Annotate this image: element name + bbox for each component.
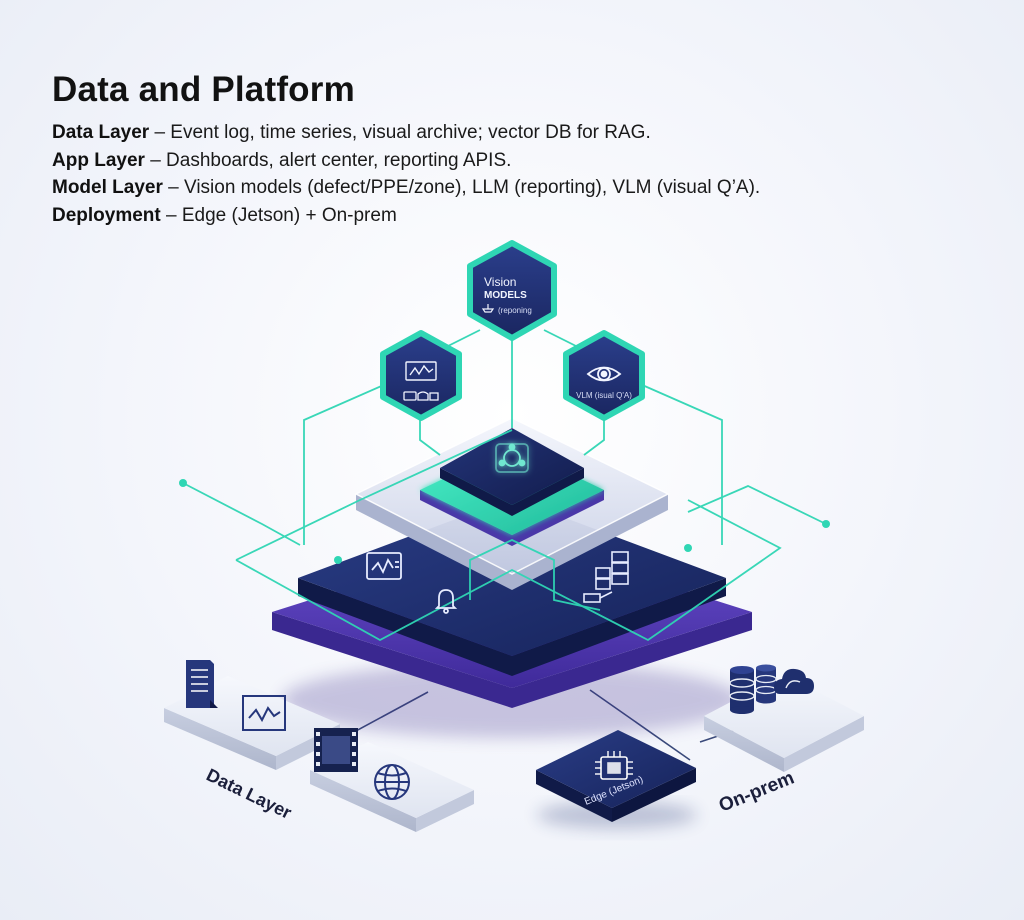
circuit-node bbox=[179, 479, 187, 487]
eye-icon bbox=[586, 366, 622, 382]
network-icon bbox=[495, 443, 529, 473]
boat-icon bbox=[481, 304, 495, 313]
bullet-desc: Edge (Jetson) + On-prem bbox=[181, 204, 397, 226]
circuit-line bbox=[687, 485, 827, 525]
hex-top-line3: (reponing bbox=[498, 306, 532, 315]
circuit-line bbox=[583, 412, 605, 456]
hex-top-line1: Vision bbox=[484, 275, 516, 289]
bullet-model-layer: Model Layer – Vision models (defect/PPE/… bbox=[52, 174, 760, 202]
platform-cap bbox=[440, 428, 584, 516]
hex-monitoring bbox=[380, 330, 462, 421]
bullet-sep: – bbox=[160, 204, 182, 226]
bullet-term: Deployment bbox=[52, 204, 161, 226]
bullet-desc: Dashboards, alert center, reporting APIS… bbox=[166, 149, 512, 171]
data-layer-label: Data Layer bbox=[203, 765, 295, 823]
cloud-icon bbox=[774, 668, 814, 694]
hex-top-line2: MODELS bbox=[484, 290, 527, 301]
chip-icon bbox=[595, 751, 633, 780]
globe-icon bbox=[374, 764, 410, 800]
bullet-term: Model Layer bbox=[52, 177, 163, 198]
bullet-app-layer: App Layer – Dashboards, alert center, re… bbox=[52, 147, 760, 175]
chart-icon bbox=[242, 695, 286, 731]
circuit-line bbox=[182, 482, 301, 546]
bullet-term: Data Layer bbox=[52, 122, 150, 143]
chart-icon bbox=[405, 361, 437, 381]
circuit-node bbox=[334, 556, 342, 564]
hex-right-label: VLM (isual Q'A) bbox=[576, 391, 632, 400]
bullet-desc: Event log, time series, visual archive; … bbox=[170, 122, 651, 143]
bullet-deployment: Deployment – Edge (Jetson) + On-prem bbox=[52, 202, 760, 230]
circuit-line bbox=[639, 383, 723, 545]
circuit-node bbox=[684, 544, 692, 552]
database-icon bbox=[729, 666, 755, 714]
circuit-lines bbox=[182, 329, 827, 642]
circuit-line bbox=[303, 383, 387, 545]
bullet-sep: – bbox=[149, 122, 171, 143]
bell-icon bbox=[434, 589, 458, 614]
page-title: Data and Platform bbox=[52, 70, 355, 109]
hex-vlm: VLM (isual Q'A) bbox=[563, 330, 645, 421]
film-icon bbox=[314, 728, 358, 772]
bullet-sep: – bbox=[162, 177, 184, 198]
on-prem-label: On-prem bbox=[716, 768, 797, 817]
hex-vision-models: Vision MODELS (reponing bbox=[467, 240, 557, 341]
circuit-line bbox=[419, 412, 441, 456]
database-icon bbox=[755, 664, 777, 704]
circuit-node bbox=[822, 520, 830, 528]
bullet-sep: – bbox=[144, 149, 167, 171]
circuit-nodes bbox=[179, 479, 830, 564]
tools-icon bbox=[403, 391, 439, 401]
circuit-line bbox=[235, 429, 513, 561]
server-icon bbox=[583, 551, 629, 603]
bullet-data-layer: Data Layer – Event log, time series, vis… bbox=[52, 119, 760, 147]
bullet-list: Data Layer – Event log, time series, vis… bbox=[52, 119, 760, 229]
bullet-desc: Vision models (defect/PPE/zone), LLM (re… bbox=[184, 177, 761, 198]
bullet-term: App Layer bbox=[52, 149, 145, 171]
edge-card: Edge (Jetson) bbox=[536, 730, 697, 829]
circuit-line bbox=[469, 539, 601, 611]
document-icon bbox=[186, 660, 218, 708]
dashboard-icon bbox=[366, 552, 402, 580]
